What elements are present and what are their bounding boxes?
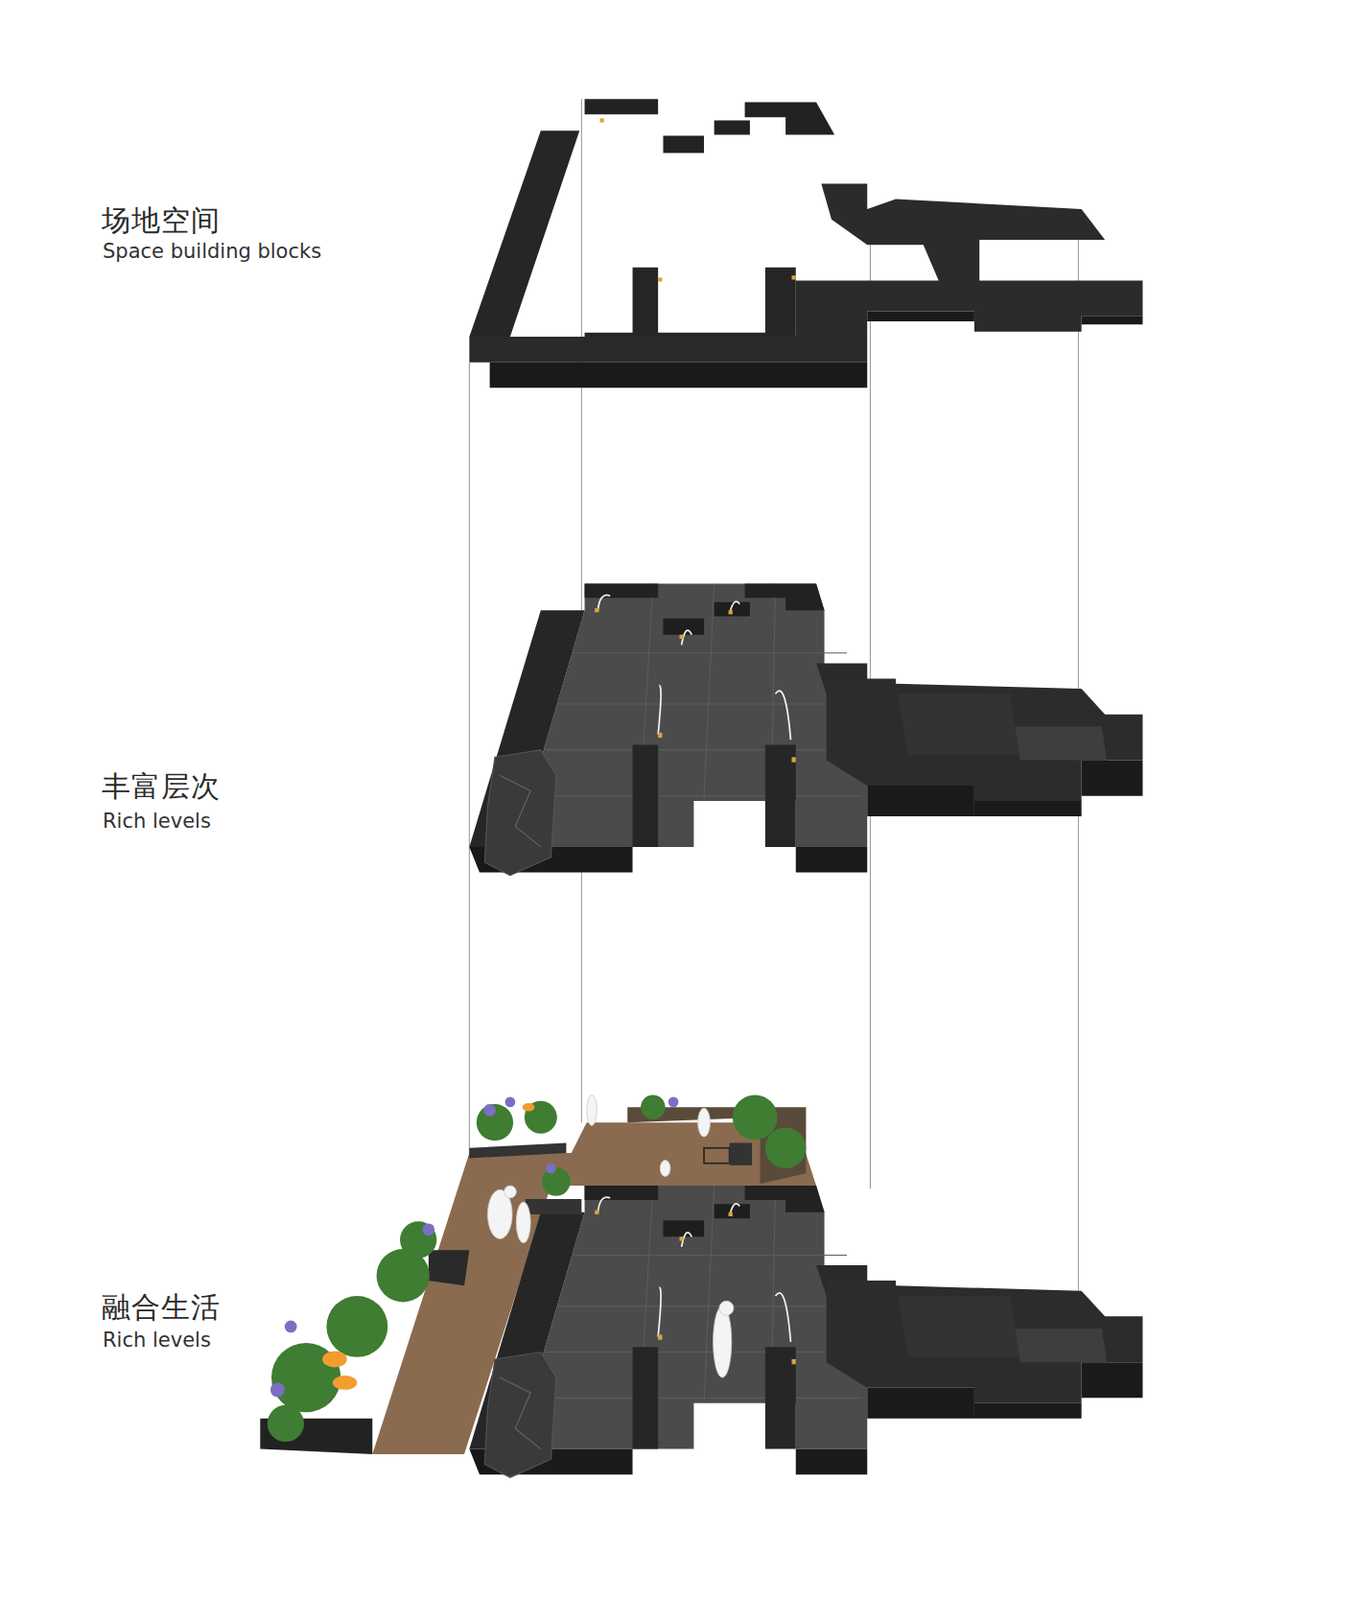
section-title: 融合生活 bbox=[101, 1288, 221, 1328]
rich-levels-layer bbox=[468, 583, 1143, 875]
space-blocks-layer bbox=[468, 98, 1143, 388]
life-layer bbox=[259, 1094, 1143, 1477]
section-subtitle: Space building blocks bbox=[102, 239, 322, 263]
section-subtitle: Rich levels bbox=[102, 1328, 211, 1352]
section-title: 丰富层次 bbox=[101, 767, 221, 807]
section-title: 场地空间 bbox=[101, 201, 221, 241]
section-subtitle: Rich levels bbox=[102, 809, 211, 833]
